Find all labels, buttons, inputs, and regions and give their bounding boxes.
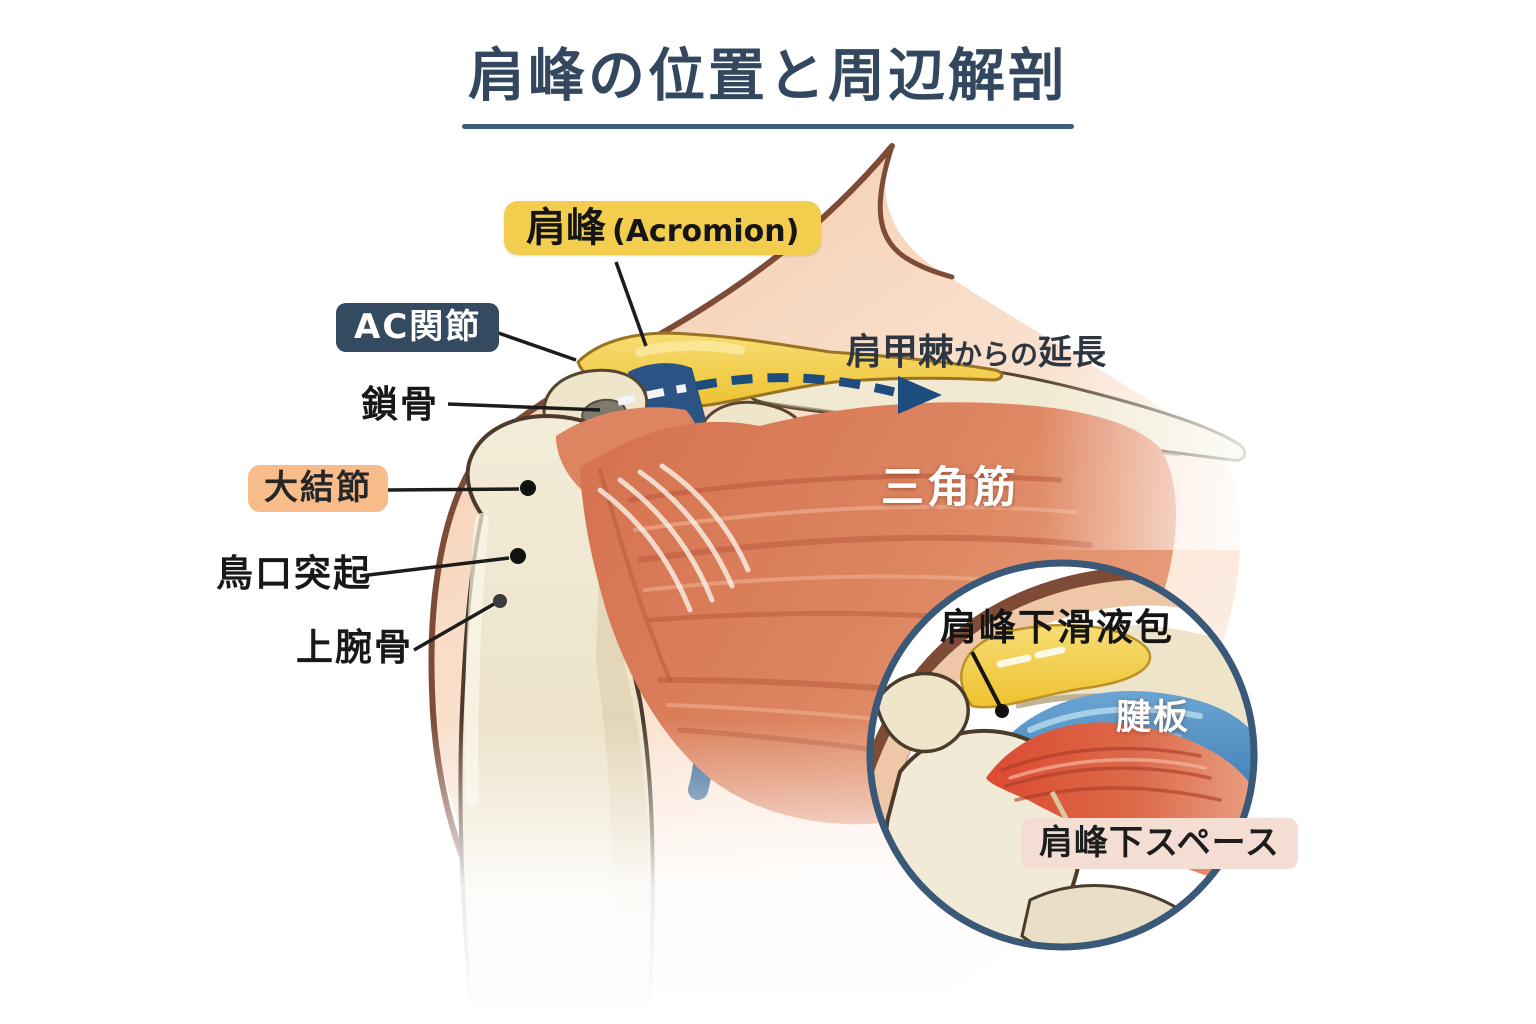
inset-space-pointer	[1049, 790, 1071, 824]
acromion-label-jp: 肩峰	[526, 205, 606, 251]
title-underline	[462, 124, 1074, 129]
scapular-spine-extension-label: 肩甲棘 からの 延長	[846, 333, 1106, 373]
leader-lines	[359, 261, 648, 652]
coracoid-dot	[510, 548, 526, 564]
deltoid-label: 三角筋	[881, 463, 1019, 513]
arrow-head	[898, 376, 942, 414]
greater-tubercle-label: 大結節	[248, 465, 388, 513]
tendon-fibers	[597, 463, 751, 613]
page-title: 肩峰の位置と周辺解剖	[468, 43, 1068, 109]
humerus-label: 上腕骨	[296, 626, 413, 669]
inset-border	[866, 559, 1258, 951]
arrow-dashes-white	[617, 384, 687, 406]
inset-bursa-leader	[970, 651, 1002, 707]
acromion-label: 肩峰 (Acromion)	[504, 201, 822, 255]
inset-muscle-fibers	[1000, 746, 1222, 802]
inset-bursa-gleam	[996, 646, 1066, 668]
subacromial-space-label: 肩峰下スペース	[1021, 818, 1298, 870]
title-block: 肩峰の位置と周辺解剖	[0, 30, 1536, 129]
humerus-leader	[413, 602, 495, 652]
subacromial-bursa-label: 肩峰下滑液包	[940, 606, 1174, 649]
inset-bone-lump	[874, 671, 970, 754]
inset-bursa	[960, 623, 1152, 709]
coracoid-label: 鳥口突起	[216, 552, 372, 595]
greater-tubercle-leader	[385, 487, 520, 492]
acromion-highlight	[635, 340, 745, 357]
spine-ext-part2: からの	[954, 338, 1039, 371]
acromion-leader	[614, 261, 648, 347]
clavicle-label: 鎖骨	[361, 383, 439, 426]
spine-ext-part1: 肩甲棘	[846, 332, 955, 373]
inset-bursa-dot	[995, 704, 1009, 718]
humerus-dot	[493, 594, 507, 608]
greater-tubercle-dot	[520, 480, 536, 496]
right-fade	[1040, 130, 1340, 550]
neck-outline	[877, 143, 955, 280]
ac-joint-label: AC関節	[336, 303, 500, 353]
spine-ext-part3: 延長	[1038, 333, 1107, 373]
inset-cuff-highlight	[1027, 706, 1203, 733]
rotator-cuff-label: 腱板	[1116, 698, 1191, 738]
clavicle-leader	[447, 402, 601, 412]
coracoid-leader	[359, 556, 510, 578]
acromion-label-en: (Acromion)	[612, 214, 800, 249]
ac-joint-leader	[483, 326, 577, 362]
